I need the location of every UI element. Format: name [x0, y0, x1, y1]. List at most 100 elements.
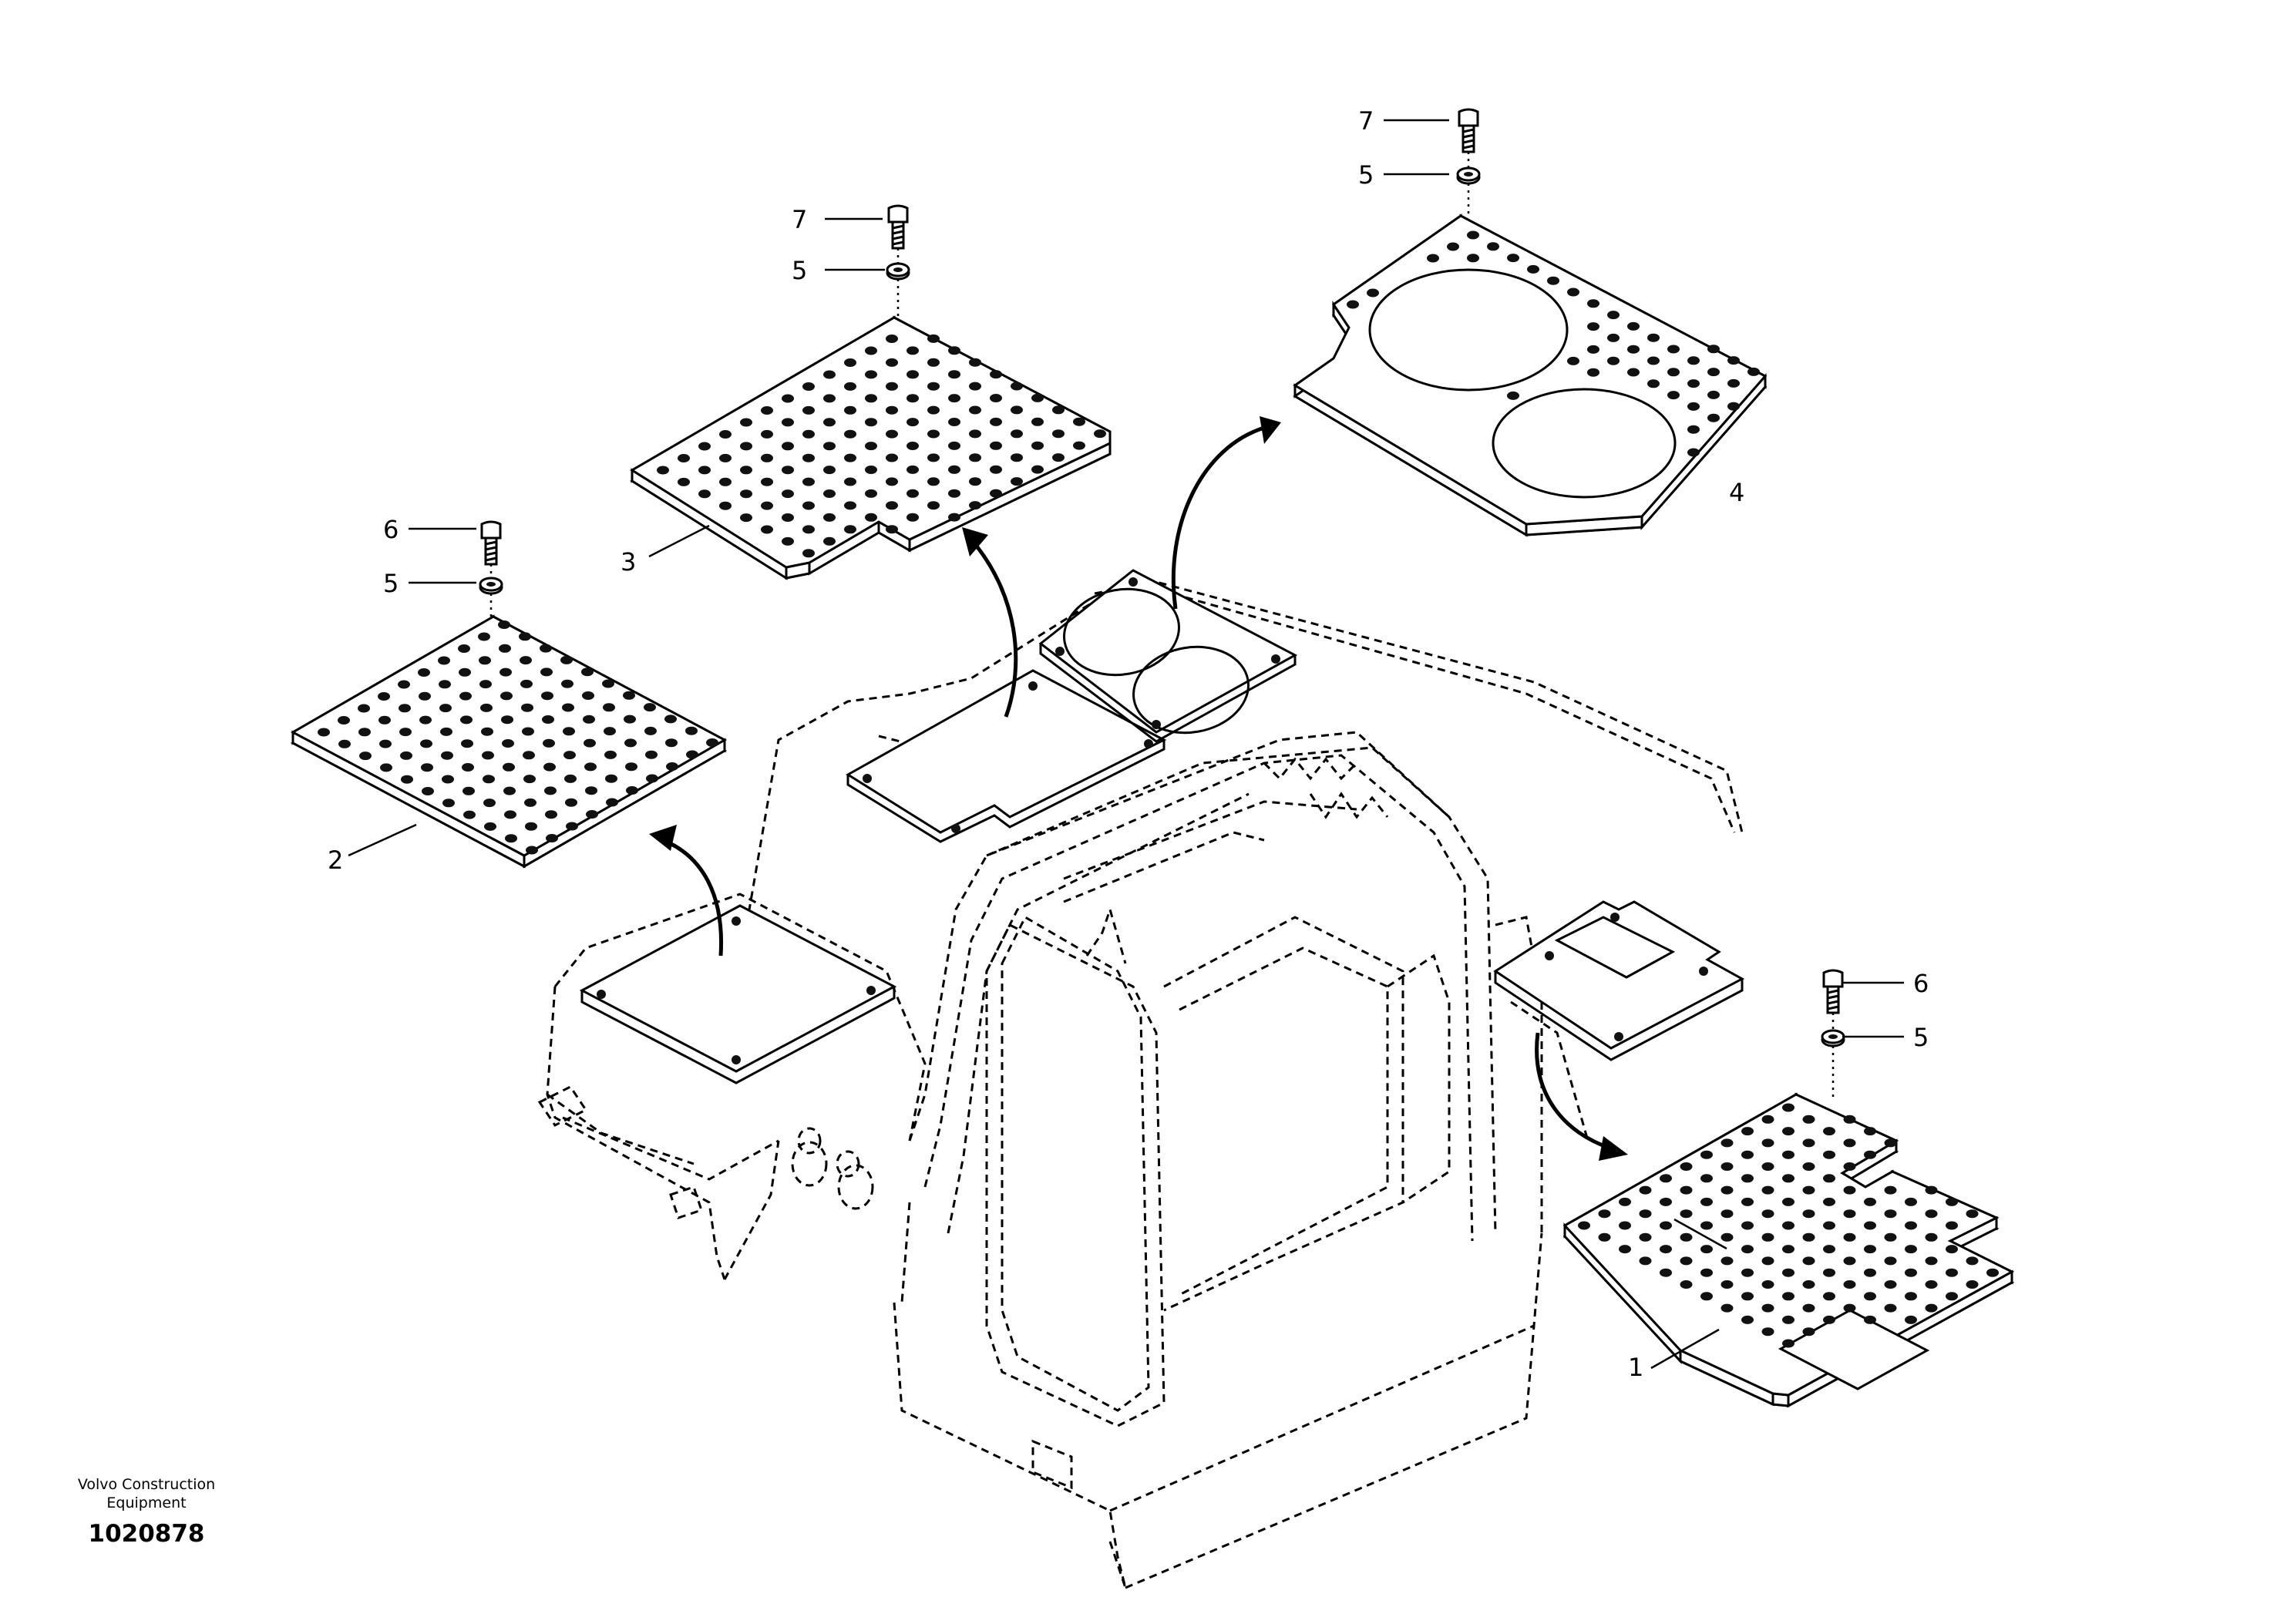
plate-hole — [823, 513, 836, 522]
plate-hole — [462, 786, 475, 795]
plate-hole — [1802, 1162, 1815, 1171]
plate-hole — [886, 525, 898, 534]
plate-hole — [560, 655, 573, 664]
plate-hole — [1031, 465, 1044, 474]
plate-hole — [1946, 1221, 1958, 1230]
callout-panel4-washer: 5 — [1358, 160, 1374, 190]
plate-hole — [886, 477, 898, 486]
bolt-thread — [892, 224, 904, 230]
plate-hole — [1660, 1245, 1672, 1254]
plate-hole — [1761, 1185, 1774, 1195]
plate-hole — [1639, 1232, 1652, 1242]
plate-hole — [1727, 402, 1740, 411]
plate-hole — [906, 370, 919, 379]
plate-hole — [625, 762, 637, 772]
plate-hole — [1741, 1245, 1754, 1254]
callout-panel2-bolt: 6 — [383, 515, 399, 544]
plate-hole — [1864, 1197, 1876, 1206]
callout-panel4-bolt: 7 — [1358, 106, 1374, 136]
callout-panel1-bolt: 6 — [1913, 969, 1929, 998]
plate-hole — [479, 656, 491, 665]
plate-hole — [1639, 1209, 1652, 1219]
plate-hole — [1946, 1268, 1958, 1277]
plate-hole — [1680, 1162, 1693, 1171]
plate-hole — [484, 822, 496, 831]
plate-hole — [1619, 1197, 1631, 1206]
callout-panel3-washer: 5 — [792, 256, 807, 285]
plate-hole — [802, 453, 815, 462]
plate-hole — [1667, 368, 1680, 377]
plate-hole — [865, 489, 877, 498]
plate-hole — [1707, 368, 1720, 377]
plate-hole — [1843, 1138, 1856, 1148]
fasteners — [479, 108, 1845, 1098]
brand-line-2: Equipment — [106, 1495, 186, 1511]
plate-hole — [358, 704, 370, 713]
plate-hole — [1741, 1150, 1754, 1159]
plate-hole — [906, 513, 919, 522]
plate-hole — [1507, 254, 1519, 263]
floor-plate-4 — [1293, 214, 1768, 537]
plate-hole — [1925, 1209, 1938, 1219]
bolt-head — [887, 204, 909, 224]
plate-hole — [1966, 1280, 1979, 1289]
plate-hole — [400, 751, 412, 760]
bolt-thread — [1827, 1005, 1839, 1010]
plate-hole — [1782, 1174, 1794, 1183]
bolt-thread — [892, 240, 904, 246]
plate-hole — [886, 453, 898, 462]
plate-hole — [1823, 1174, 1835, 1183]
plate-hole — [1884, 1232, 1897, 1242]
plate-hole — [1823, 1268, 1835, 1277]
plate-hole — [1761, 1162, 1774, 1171]
plate-hole — [1687, 448, 1700, 457]
plate-hole — [422, 787, 434, 795]
plate-hole — [740, 513, 752, 523]
plate-hole — [969, 501, 981, 510]
plate-hole — [483, 799, 496, 808]
plate-hole — [1782, 1150, 1794, 1159]
plate-hole — [906, 465, 919, 474]
plate-hole — [886, 405, 898, 415]
plate-hole — [1052, 405, 1065, 415]
plate-hole — [1741, 1292, 1754, 1301]
plate-hole — [1802, 1280, 1815, 1289]
plate-hole — [1782, 1127, 1794, 1136]
plate-hole — [948, 465, 960, 474]
plate-hole — [499, 644, 511, 653]
plate-hole — [865, 346, 877, 355]
plate-hole — [1884, 1256, 1897, 1266]
plate-hole — [1011, 477, 1023, 486]
plate-hole — [1823, 1127, 1835, 1136]
plate-hole — [520, 679, 533, 688]
plate-hole — [606, 798, 618, 807]
plate-hole — [782, 513, 794, 522]
plate-hole — [644, 703, 656, 712]
plate-hole — [1966, 1256, 1979, 1266]
plate-hole — [664, 714, 677, 724]
plate-cutout — [1368, 268, 1569, 392]
plate-hole — [823, 370, 836, 379]
plate-hole — [948, 513, 960, 522]
installed-plate-4 — [1038, 569, 1298, 743]
plate-hole — [1680, 1280, 1693, 1289]
plate-hole — [1720, 1280, 1734, 1289]
plate-hole — [1660, 1174, 1672, 1183]
machine-outline — [537, 580, 1744, 1589]
plate-hole — [823, 466, 836, 475]
plate-hole — [948, 441, 960, 450]
plate-hole — [927, 382, 940, 391]
plate-hole — [563, 727, 575, 736]
plate-hole — [1707, 413, 1720, 422]
plate-hole — [582, 691, 594, 700]
plate-hole — [802, 429, 815, 439]
plate-hole — [624, 714, 636, 724]
plate-hole — [761, 525, 773, 534]
plate-hole — [990, 489, 1002, 498]
plate-hole — [678, 454, 690, 462]
callout-labels: 1 2 3 4 7 5 7 5 6 5 6 5 — [328, 106, 1929, 1382]
bolt-thread — [485, 540, 497, 546]
plate-hole — [543, 762, 556, 772]
plate-hole — [1447, 242, 1459, 251]
plate-hole — [719, 477, 732, 486]
